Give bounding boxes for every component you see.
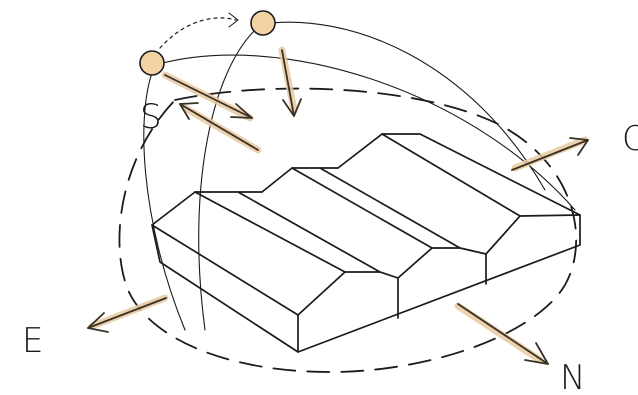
sun-path-high: [262, 22, 545, 190]
roof-2-slope: [262, 168, 432, 278]
sun-path-high-descent: [199, 24, 262, 330]
building-left-edge: [152, 192, 195, 225]
sun-icon-winter: [140, 51, 164, 75]
south-label: S: [140, 97, 162, 137]
roof-3-top: [382, 134, 580, 216]
roof-2-vertical: [460, 248, 486, 284]
east-label: E: [22, 321, 43, 361]
south-arrow: [180, 104, 258, 150]
north-arrow: [458, 304, 548, 364]
sun-movement-arrow: [160, 18, 236, 48]
sun-icon-summer: [251, 11, 275, 35]
roof-1-vertical: [380, 272, 398, 318]
north-label: N: [560, 358, 585, 395]
sun-movement-arrowhead: [229, 13, 238, 27]
building-front-face: [152, 225, 298, 352]
west-label-partial: O: [622, 119, 638, 159]
north-arrow-highlight: [458, 306, 540, 360]
sun-ray-arrow-1: [165, 75, 252, 118]
roof-1-top: [195, 192, 380, 272]
